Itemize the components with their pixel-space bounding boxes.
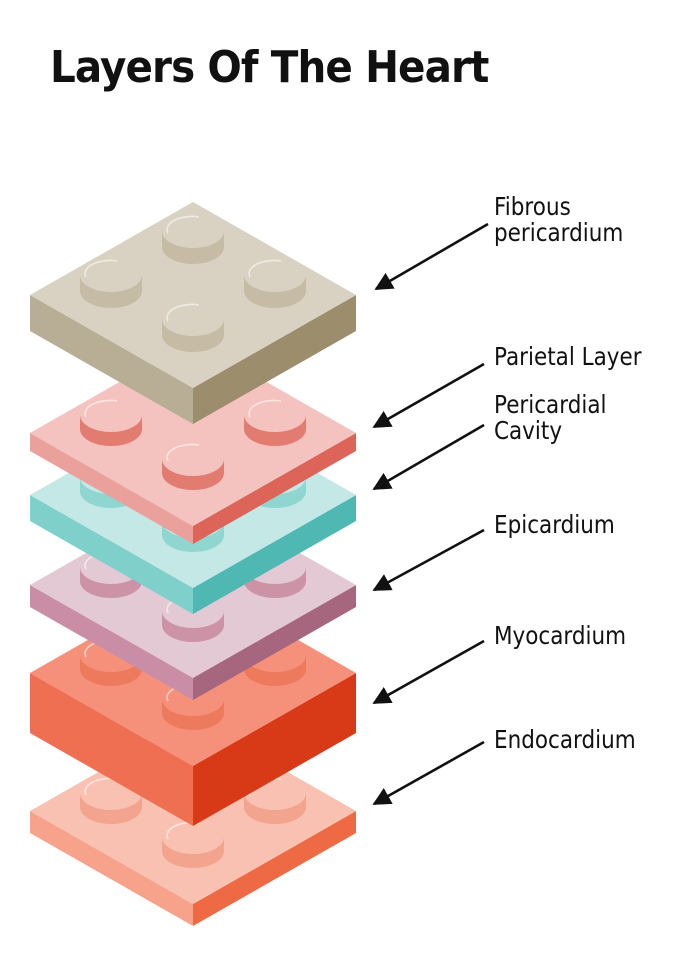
label-line: Epicardium <box>494 510 615 539</box>
stud-top <box>80 398 142 432</box>
block-right-face <box>193 433 356 544</box>
block-right-face <box>193 673 356 826</box>
arrow-fibrous <box>374 222 489 291</box>
stud-highlight <box>84 259 118 278</box>
arrow-cavity <box>372 423 485 491</box>
label-line: pericardium <box>494 218 624 247</box>
stud-highlight <box>166 443 200 462</box>
page-title: Layers Of The Heart <box>50 42 489 93</box>
stud-top <box>80 258 142 292</box>
arrow-endocardium <box>372 740 485 806</box>
label-parietal-layer: Parietal Layer <box>494 344 642 370</box>
block-left-face <box>30 295 193 424</box>
label-line: Myocardium <box>494 621 627 650</box>
block-right-face <box>193 811 356 926</box>
label-line: Parietal Layer <box>494 342 642 371</box>
label-arrows <box>372 222 489 806</box>
stud-top <box>244 398 306 432</box>
arrow-myocardium <box>372 639 485 705</box>
label-pericardial-cavity: Pericardial Cavity <box>494 392 606 444</box>
label-myocardium: Myocardium <box>494 623 626 649</box>
block-top-face <box>30 202 356 388</box>
layer-block-parietal <box>30 340 356 544</box>
stud-top <box>162 820 224 854</box>
block-right-face <box>193 495 356 614</box>
label-line: Fibrous <box>494 192 571 221</box>
block-left-face <box>30 585 193 700</box>
block-top-face <box>30 340 356 526</box>
label-line: Cavity <box>494 416 563 445</box>
stud-highlight <box>248 399 282 418</box>
stud-highlight <box>166 303 200 322</box>
stud-highlight <box>166 215 200 234</box>
block-left-face <box>30 495 193 614</box>
label-line: Pericardial <box>494 390 607 419</box>
label-endocardium: Endocardium <box>494 727 636 753</box>
block-right-face <box>193 295 356 424</box>
layer-block-fibrous <box>30 202 356 424</box>
label-fibrous-pericardium: Fibrous pericardium <box>494 194 623 246</box>
stud-highlight <box>84 399 118 418</box>
layer-blocks <box>30 202 356 926</box>
block-left-face <box>30 811 193 926</box>
label-epicardium: Epicardium <box>494 512 615 538</box>
stud-highlight <box>248 259 282 278</box>
block-right-face <box>193 585 356 700</box>
arrow-parietal <box>372 362 485 429</box>
stud-top <box>162 442 224 476</box>
stud-top <box>162 302 224 336</box>
block-left-face <box>30 673 193 826</box>
stud-top <box>244 258 306 292</box>
block-left-face <box>30 433 193 544</box>
arrow-epicardium <box>372 528 485 592</box>
stud-top <box>162 214 224 248</box>
label-line: Endocardium <box>494 725 636 754</box>
